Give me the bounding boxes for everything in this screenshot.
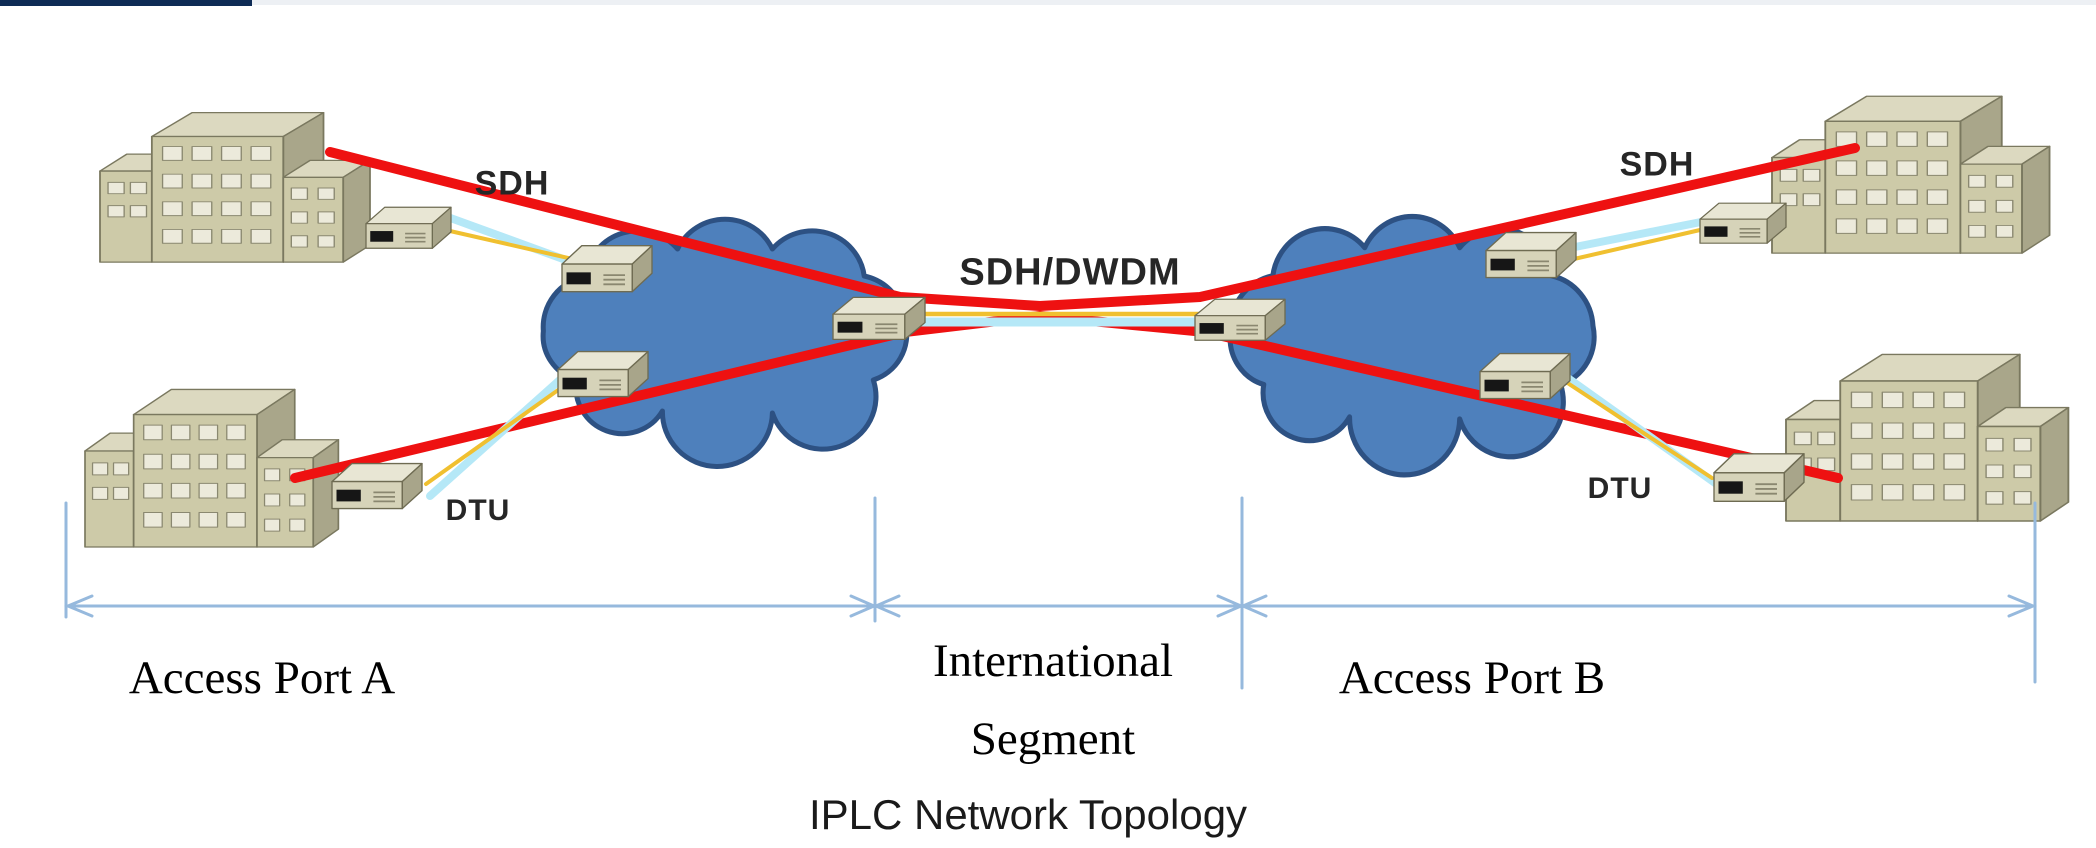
label-dtu-right: DTU [1587, 472, 1653, 505]
label-access-port-a: Access Port A [128, 652, 396, 704]
label-international-line2: Segment [970, 713, 1136, 765]
cloud-a-node-top [561, 244, 653, 293]
fiber-yellow-b2 [1564, 380, 1714, 480]
label-sdh-left: SDH [474, 164, 550, 203]
modem-sdh-a [365, 206, 452, 250]
fiber-cyan-a2 [426, 374, 566, 500]
fiber-yellow-b1 [1572, 228, 1702, 261]
modem-dtu-a [331, 462, 423, 510]
fiber-cyan-b1 [1566, 217, 1710, 252]
building-a2 [84, 388, 340, 548]
cloud-b-node-top [1485, 231, 1577, 279]
label-international-segment: International Segment [933, 622, 1173, 778]
building-b2 [1785, 353, 2070, 522]
dimension-brackets [64, 496, 2037, 690]
cloud-b-gateway [1194, 298, 1286, 342]
label-sdh-dwdm: SDH/DWDM [959, 251, 1181, 294]
cloud-a-node-bottom [557, 350, 649, 398]
fiber-links [424, 212, 1726, 500]
sdh-circuit-top [325, 143, 1860, 311]
label-sdh-right: SDH [1619, 145, 1695, 184]
window-edge-strip [0, 0, 2096, 5]
label-dtu-left: DTU [445, 494, 511, 527]
fiber-yellow-a2 [424, 381, 570, 486]
cloud-a-gateway [832, 296, 926, 341]
sdh-circuit-bottom [290, 311, 1843, 483]
dimension-arrowheads [64, 594, 2037, 618]
building-b1 [1771, 95, 2051, 255]
modem-sdh-b [1699, 202, 1787, 245]
window-edge-accent [0, 0, 252, 6]
label-international-line1: International [932, 635, 1174, 687]
cloud-b-node-bottom [1479, 352, 1571, 400]
modem-dtu-b [1713, 452, 1805, 503]
building-a1 [99, 111, 371, 264]
figure-title: IPLC Network Topology [808, 791, 1248, 838]
label-access-port-b: Access Port B [1338, 652, 1606, 704]
